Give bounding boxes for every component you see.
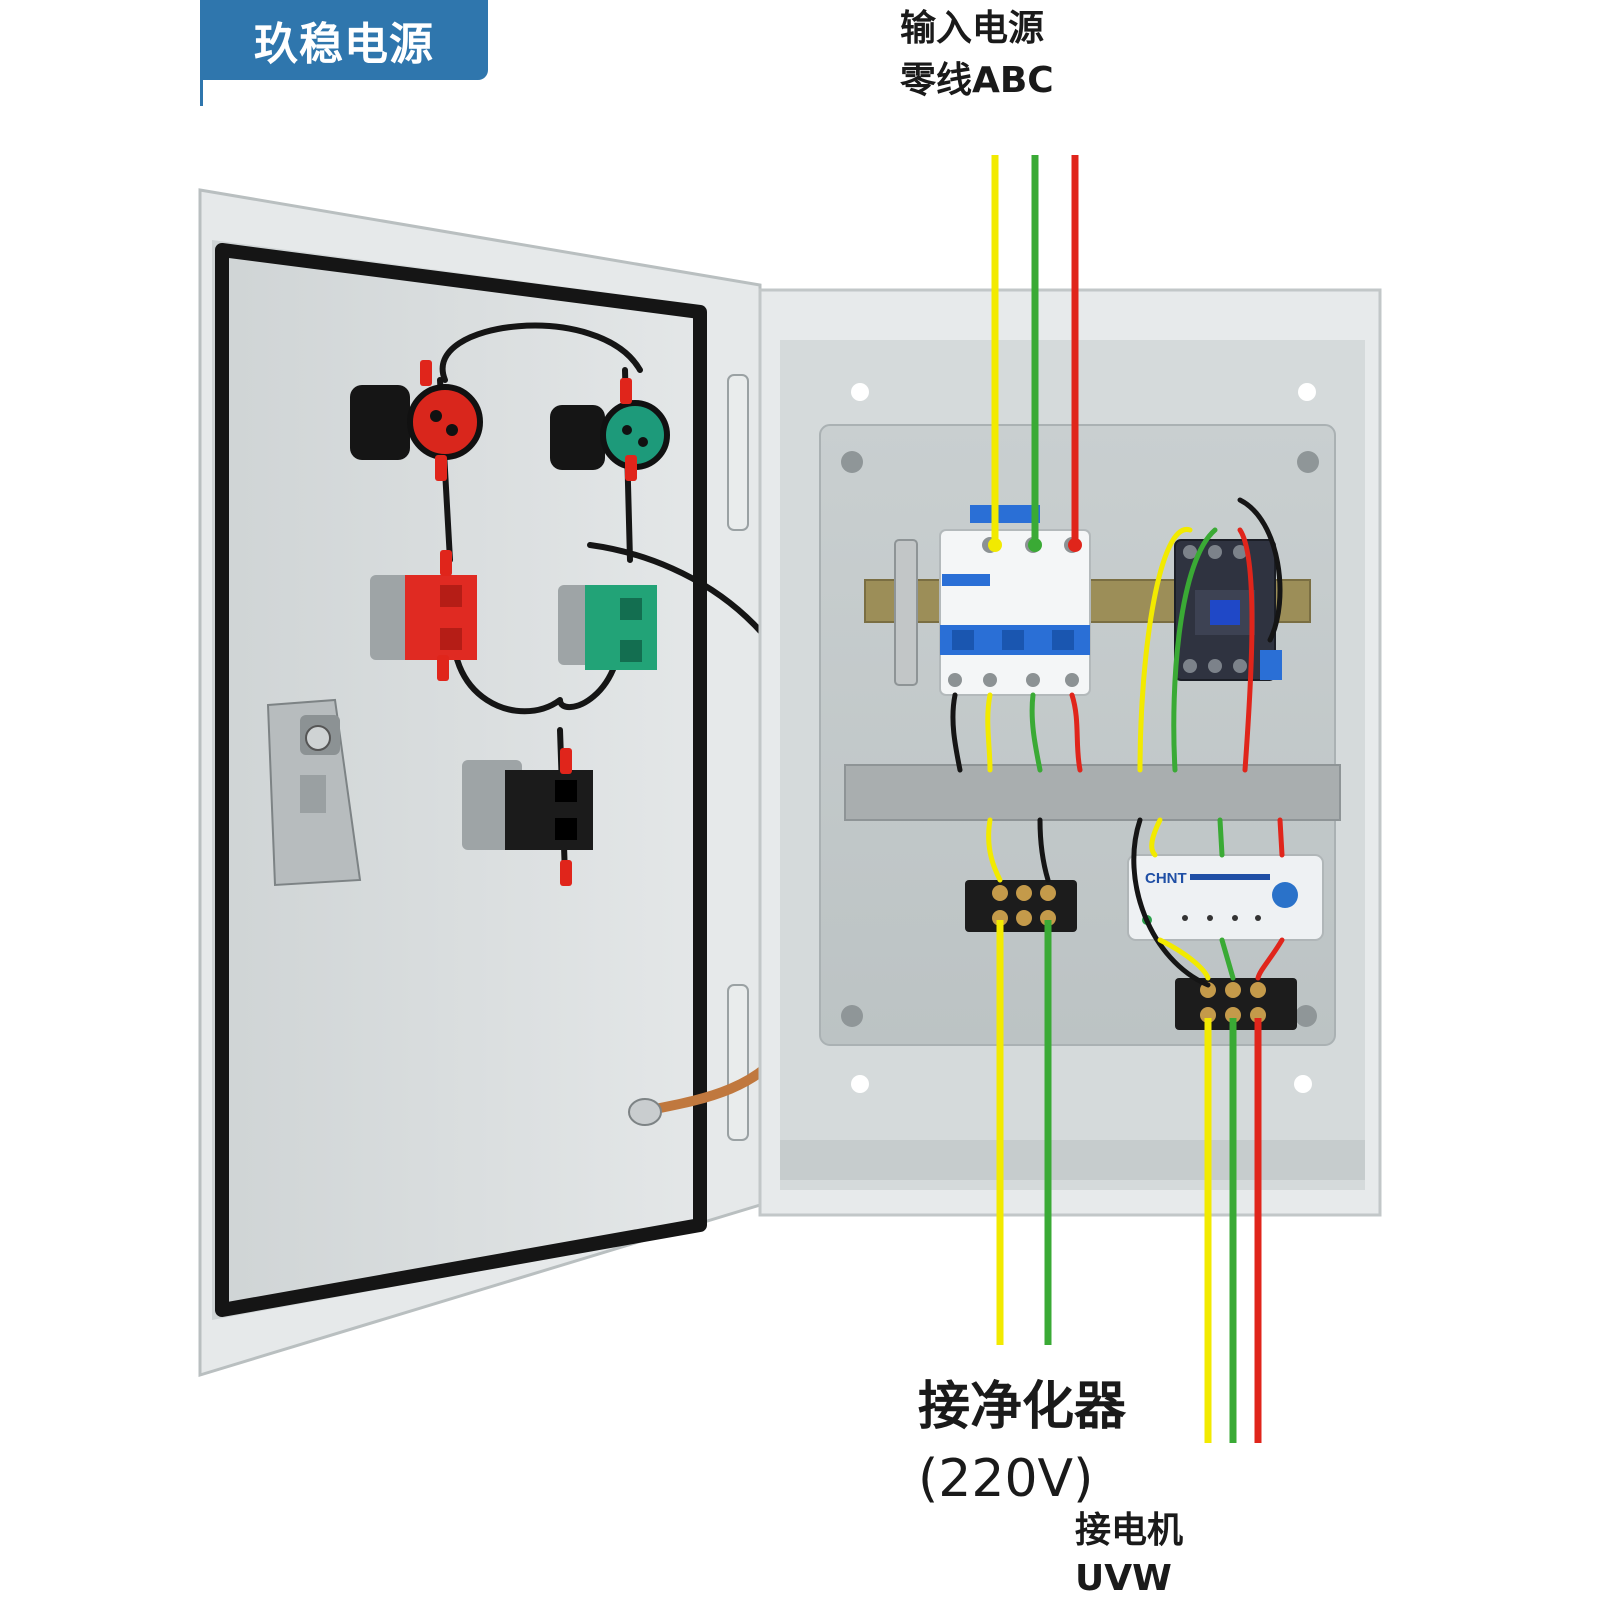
motor-terminal-block: [1175, 978, 1297, 1030]
wire-end-dots: [988, 538, 1002, 552]
wire-duct: [844, 764, 1341, 821]
brand-logo-badge: 玖稳电源: [200, 0, 488, 80]
green-start-button-block: [558, 585, 657, 670]
motor-label-title: 接电机: [1075, 1510, 1184, 1551]
cabinet-door: [198, 188, 823, 1378]
relay-brand-text: CHNT: [1145, 870, 1187, 887]
red-stop-button-block: [370, 575, 477, 660]
purifier-terminal-block: [965, 880, 1077, 932]
brand-name: 玖稳电源: [254, 19, 434, 70]
ac-contactor: [1174, 539, 1282, 681]
motor-protector-relay: CHNT: [1127, 854, 1324, 941]
purifier-label-title: 接净化器: [918, 1377, 1127, 1437]
purifier-label-voltage: (220V): [918, 1449, 1094, 1509]
bottom-hinge: [727, 984, 749, 1141]
crimp-terminals: [420, 360, 637, 886]
input-power-title: 输入电源: [900, 8, 1045, 49]
door-latch: [266, 698, 362, 887]
cabinet-body: [758, 288, 1382, 1217]
input-power-lines: 零线ABC: [900, 60, 1054, 101]
black-selector-switch-block: [462, 760, 593, 850]
internal-wiring: [950, 497, 1285, 988]
top-hinge: [727, 374, 749, 531]
circuit-breaker-3p: [939, 505, 1091, 696]
motor-label-phases: UVW: [1075, 1558, 1172, 1599]
brand-badge-tick: [200, 80, 203, 106]
annotation-wires: [991, 155, 1262, 1443]
red-indicator-lamp: [350, 384, 483, 460]
